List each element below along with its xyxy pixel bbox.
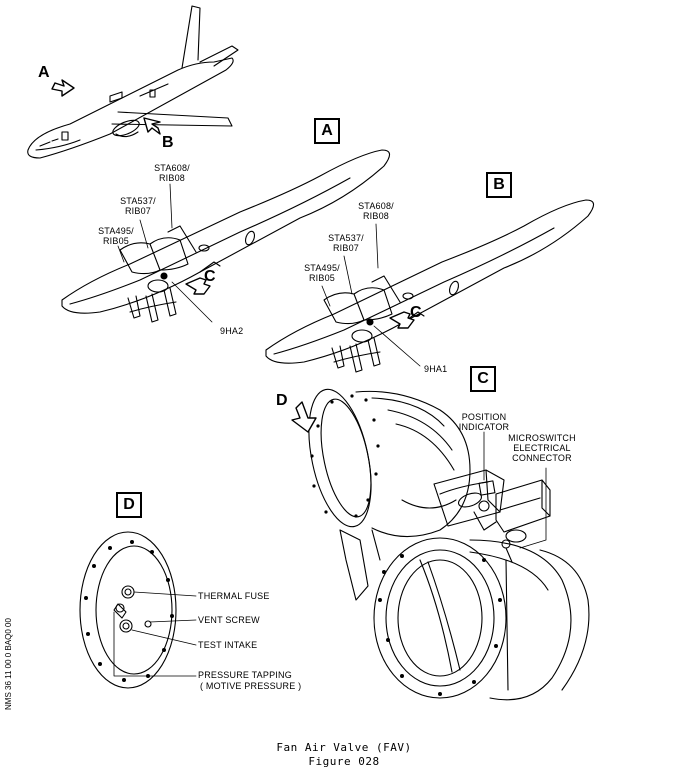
wing-a-sta608: STA608/ RIB08 (152, 163, 192, 183)
wing-view-a (61, 149, 391, 323)
wing-a-rib07: RIB07 (124, 206, 151, 216)
microswitch-line1: MICROSWITCH (508, 433, 576, 443)
view-arrow-icon (185, 277, 211, 295)
wing-a-arrow-c-label: C (204, 268, 216, 285)
wing-b-sta495-line1: STA495/ (304, 263, 340, 273)
wing-a-sta537: STA537/ RIB07 (118, 196, 158, 216)
wing-b-sta537-line1: STA537/ (328, 233, 364, 243)
vent-screw-label: VENT SCREW (198, 615, 260, 625)
view-arrow-icon (51, 79, 75, 97)
position-indicator-callout: POSITION INDICATOR (452, 412, 516, 432)
position-indicator-line1: POSITION (461, 412, 507, 422)
wing-b-component-9ha1: 9HA1 (424, 364, 448, 374)
fan-air-valve-view-c (291, 388, 590, 701)
thermal-fuse-label: THERMAL FUSE (198, 591, 270, 601)
wing-b-sta537: STA537/ RIB07 (326, 233, 366, 253)
wing-b-sta608-line1: STA608/ (358, 201, 394, 211)
wing-a-sta495-line1: STA495/ (98, 226, 134, 236)
position-indicator-line2: INDICATOR (458, 422, 510, 432)
microswitch-callout: MICROSWITCH ELECTRICAL CONNECTOR (504, 433, 580, 463)
figure-number: Figure 028 (308, 755, 380, 768)
wing-a-rib05: RIB05 (102, 236, 129, 246)
view-a-tag: A (314, 118, 340, 144)
pressure-tapping-label: PRESSURE TAPPING (198, 670, 292, 680)
wing-a-sta608-line1: STA608/ (154, 163, 190, 173)
view-d-tag: D (116, 492, 142, 518)
wing-view-b (265, 199, 595, 373)
wing-b-sta495: STA495/ RIB05 (302, 263, 342, 283)
view-arrow-icon (143, 117, 161, 135)
document-reference: NMS 36 11 00 0 BAQ0 00 (4, 618, 13, 710)
wing-b-rib05: RIB05 (308, 273, 335, 283)
wing-a-rib08: RIB08 (158, 173, 185, 183)
motive-pressure-label: ( MOTIVE PRESSURE ) (200, 681, 302, 691)
wing-b-sta608: STA608/ RIB08 (356, 201, 396, 221)
wing-a-sta495: STA495/ RIB05 (96, 226, 136, 246)
view-c-tag: C (470, 366, 496, 392)
microswitch-line2: ELECTRICAL (513, 443, 571, 453)
wing-b-rib08: RIB08 (362, 211, 389, 221)
view-arrow-icon (389, 311, 415, 329)
wing-b-rib07: RIB07 (332, 243, 359, 253)
microswitch-line3: CONNECTOR (512, 453, 572, 463)
wing-a-sta537-line1: STA537/ (120, 196, 156, 206)
wing-a-component-9ha2: 9HA2 (220, 326, 244, 336)
view-arrow-icon (291, 401, 317, 433)
wing-b-arrow-c-label: C (410, 304, 422, 321)
aircraft-arrow-a-label: A (38, 64, 50, 81)
figure-title: Fan Air Valve (FAV) (276, 741, 412, 754)
aircraft-arrow-b-label: B (162, 134, 174, 151)
test-intake-label: TEST INTAKE (198, 640, 258, 650)
aircraft-overview (27, 5, 239, 159)
view-b-tag: B (486, 172, 512, 198)
valve-arrow-d-label: D (276, 392, 288, 409)
view-d-pressure-cap (79, 531, 197, 689)
